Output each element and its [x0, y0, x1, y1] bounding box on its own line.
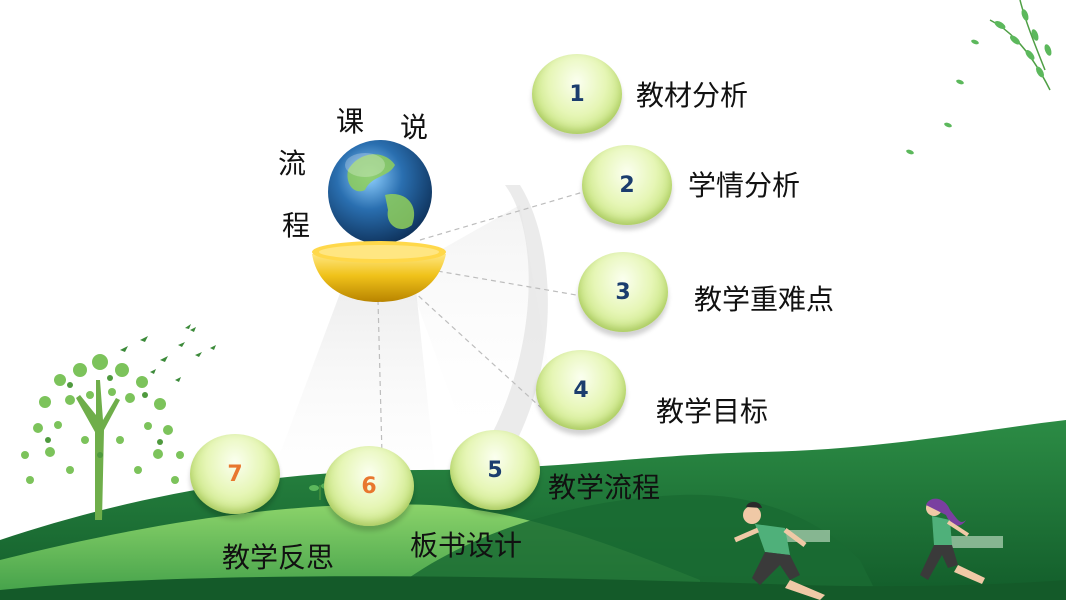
item-2-label[interactable]: 学情分析 — [688, 169, 801, 202]
title-char-liu: 流 — [278, 147, 307, 180]
title-char-shuo: 说 — [400, 111, 429, 144]
green-hills — [0, 420, 1066, 600]
birds — [120, 324, 216, 382]
gold-bowl-icon — [312, 241, 446, 302]
leaf-branch-icon — [906, 0, 1052, 155]
title-char-ke: 课 — [336, 105, 365, 138]
connector-lines — [377, 189, 591, 456]
item-2-node[interactable]: 2 — [582, 145, 672, 225]
item-6-node[interactable]: 6 — [324, 446, 414, 526]
runner-icon — [734, 501, 830, 600]
item-1-node[interactable]: 1 — [532, 54, 622, 134]
runner-icon — [920, 498, 1003, 584]
item-7-node[interactable]: 7 — [190, 434, 280, 514]
globe-icon — [328, 140, 432, 244]
item-3-node[interactable]: 3 — [578, 252, 668, 332]
tree-icon — [21, 354, 184, 520]
item-7-label[interactable]: 教学反思 — [222, 541, 335, 574]
item-1-label[interactable]: 教材分析 — [636, 79, 749, 112]
item-3-label[interactable]: 教学重难点 — [694, 283, 835, 316]
item-4-node[interactable]: 4 — [536, 350, 626, 430]
item-5-node[interactable]: 5 — [450, 430, 540, 510]
item-6-label[interactable]: 板书设计 — [410, 529, 523, 562]
item-5-label[interactable]: 教学流程 — [548, 471, 661, 504]
title-char-cheng: 程 — [282, 209, 311, 242]
item-4-label[interactable]: 教学目标 — [656, 395, 769, 428]
